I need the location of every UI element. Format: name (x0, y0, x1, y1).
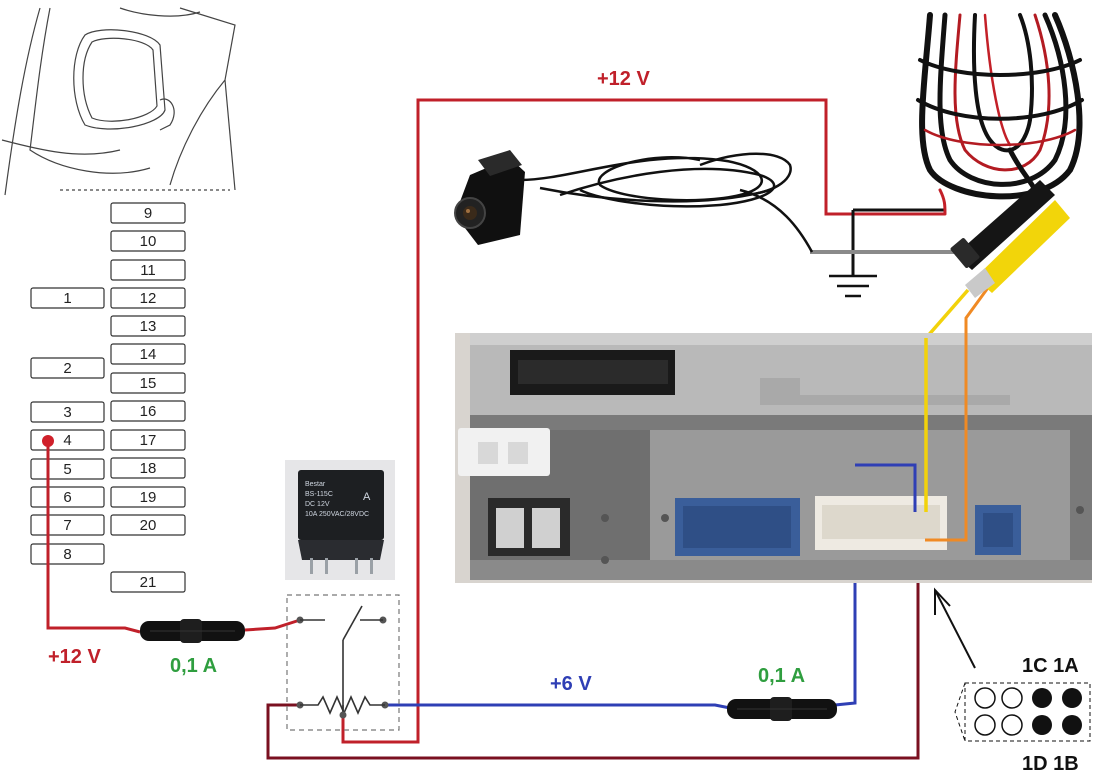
pin-top-label: 1C 1A (1022, 655, 1079, 677)
fuse-slot (110, 400, 186, 422)
relay-line1: DC 12V (305, 501, 330, 508)
fuse-slot (30, 287, 105, 309)
fuse-19: 19 (110, 486, 186, 508)
relay-photo: Bestar BS-115C DC 12V 10A 250VAC/28VDC A (285, 460, 395, 580)
blue-wire-over-unit (855, 463, 917, 512)
red-wire-fuse4 (46, 441, 141, 634)
relay-mark: A (363, 491, 371, 503)
fuse-11: 11 (110, 259, 186, 281)
blue-voltage-label: +6 V (550, 673, 592, 695)
fuse-4: 4 (30, 429, 105, 451)
fuse-slot (110, 315, 186, 337)
fuse-slot (110, 457, 186, 479)
right-inline-fuse (727, 697, 837, 721)
fuse-number: 10 (140, 233, 157, 250)
fuse-number: 21 (140, 574, 157, 591)
orange-wire-over-unit (925, 318, 968, 542)
relay-model: BS-115C (305, 491, 333, 498)
fuse-number: 6 (63, 489, 71, 506)
fuse-number: 3 (63, 404, 71, 421)
harness-coil (916, 12, 1084, 216)
fuse-14: 14 (110, 343, 186, 365)
fuse-3: 3 (30, 401, 105, 423)
fuse-21: 21 (110, 571, 186, 593)
fuse-slot (110, 486, 186, 508)
top-voltage-label: +12 V (597, 68, 650, 90)
camera-cable-coil (519, 152, 814, 253)
fuse-13: 13 (110, 315, 186, 337)
pin-arrow-icon (934, 587, 976, 669)
fuse-9: 9 (110, 202, 186, 224)
left-fuse-current-label: 0,1 A (170, 655, 217, 677)
fuse-1: 1 (30, 287, 105, 309)
red-wire-fuse-to-relay (244, 618, 301, 632)
relay-schematic (286, 594, 400, 731)
fuse-slot (110, 429, 186, 451)
fuse-18: 18 (110, 457, 186, 479)
fuse-17: 17 (110, 429, 186, 451)
fuse-number: 1 (63, 290, 71, 307)
fuse-number: 5 (63, 461, 71, 478)
fuse-number: 8 (63, 546, 71, 563)
fuse-slot (110, 202, 186, 224)
fuse-15: 15 (110, 372, 186, 394)
fuse-number: 18 (140, 460, 157, 477)
fuse-20: 20 (110, 514, 186, 536)
fuse-number: 7 (63, 517, 71, 534)
fuse-slot (110, 372, 186, 394)
fuse-6: 6 (30, 486, 105, 508)
fuse-slot (110, 259, 186, 281)
fuse-slot (30, 401, 105, 423)
fuse-slot (110, 343, 186, 365)
dark-red-return-wire (266, 540, 920, 760)
fuse-number: 4 (63, 432, 71, 449)
fuse-7: 7 (30, 514, 105, 536)
fuse-slot (30, 357, 105, 379)
fuse-8: 8 (30, 543, 105, 565)
fuse-number: 9 (144, 205, 152, 222)
fuse-number: 16 (140, 403, 157, 420)
fuse-number: 17 (140, 432, 157, 449)
rca-connectors (950, 180, 1070, 298)
fuse-number: 2 (63, 360, 71, 377)
ground-symbol-icon (829, 274, 877, 298)
head-unit-photo (455, 333, 1092, 583)
left-inline-fuse (140, 619, 245, 643)
pin-bottom-label: 1D 1B (1022, 753, 1079, 775)
fuse-2: 2 (30, 357, 105, 379)
fuse4-tap-dot (42, 435, 54, 447)
dashboard-sketch (1, 7, 236, 196)
right-fuse-current-label: 0,1 A (758, 665, 805, 687)
blue-wire-6v (385, 703, 731, 710)
fuse-slot (110, 571, 186, 593)
rear-camera (454, 150, 525, 245)
fuse-number: 12 (140, 290, 157, 307)
left-voltage-label: +12 V (48, 646, 101, 668)
fuse-number: 19 (140, 489, 157, 506)
fuse-16: 16 (110, 400, 186, 422)
fuse-number: 15 (140, 375, 157, 392)
fuse-number: 11 (140, 262, 156, 279)
relay-line2: 10A 250VAC/28VDC (305, 511, 369, 518)
fuse-number: 14 (140, 346, 157, 363)
fuse-slot (110, 287, 186, 309)
fuse-number: 20 (140, 517, 157, 534)
fuse-12: 12 (110, 287, 186, 309)
red-wire-top-loop (341, 98, 945, 744)
fuse-slot (110, 230, 186, 252)
fuse-slot (110, 514, 186, 536)
pin-diagram (954, 682, 1091, 742)
fuse-5: 5 (30, 458, 105, 480)
relay-brand: Bestar (305, 481, 326, 488)
fuse-10: 10 (110, 230, 186, 252)
fuse-number: 13 (140, 318, 157, 335)
